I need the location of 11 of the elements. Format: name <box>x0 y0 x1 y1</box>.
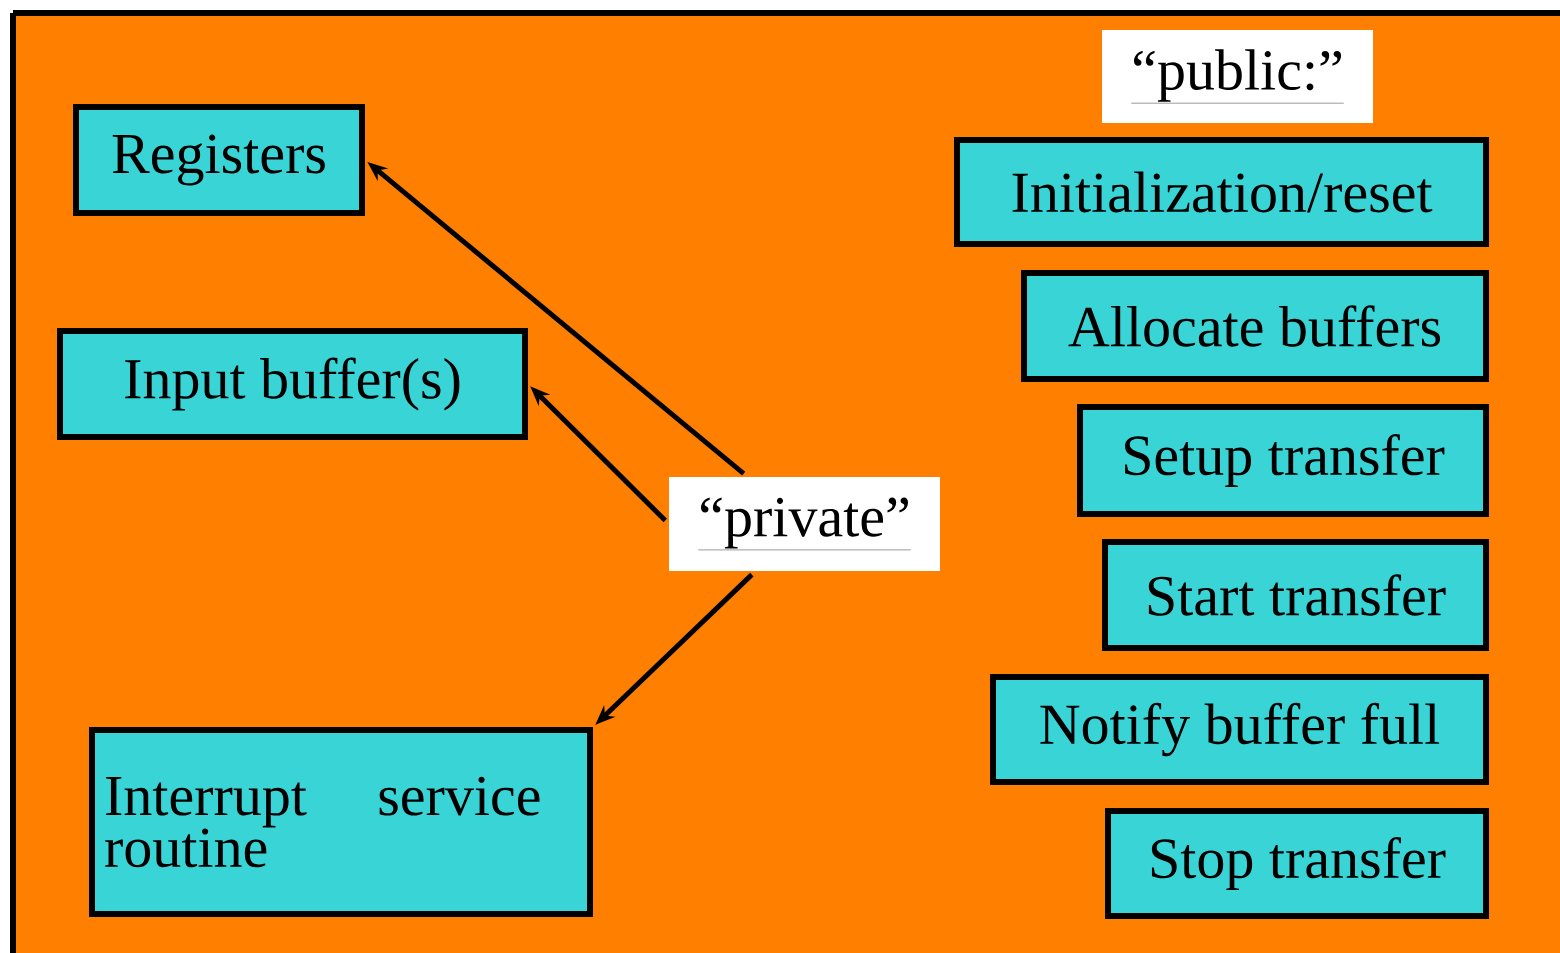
keyword-label: “private” <box>669 477 940 571</box>
process-box: Registers <box>73 104 365 216</box>
process-box: Setup transfer <box>1077 404 1489 517</box>
process-box: Notify buffer full <box>990 674 1489 785</box>
process-box: Interrupt service routine <box>89 727 593 917</box>
process-box: Start transfer <box>1102 539 1489 651</box>
keyword-label: “public:” <box>1102 30 1373 123</box>
process-box: Initialization/reset <box>954 137 1489 247</box>
process-box: Stop transfer <box>1105 808 1489 919</box>
process-box: Input buffer(s) <box>57 328 528 440</box>
process-box: Allocate buffers <box>1021 270 1489 382</box>
